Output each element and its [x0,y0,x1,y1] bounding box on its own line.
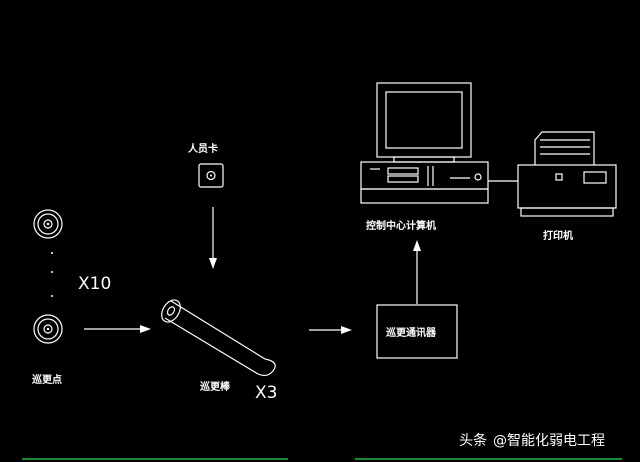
computer-icon [360,82,489,204]
arrow-communicator-to-computer [413,240,421,304]
watermark-platform: 头条 [459,432,487,449]
card-label: 人员卡 [188,142,218,155]
sticks-count: X3 [255,383,277,403]
communicator-box [376,304,458,359]
arrow-point-to-stick [84,325,151,333]
ellipsis-dots [51,252,53,297]
points-count: X10 [78,274,111,294]
patrol-point-icon-bottom [33,314,63,344]
communicator-label: 巡更通讯器 [386,326,437,339]
arrow-card-to-stick [209,207,217,269]
patrol-point-label: 巡更点 [32,373,62,386]
personnel-card-icon [198,163,224,188]
watermark-account: @智能化弱电工程 [493,433,605,449]
patrol-stick-icon [161,299,276,377]
printer-label: 打印机 [543,229,573,242]
arrow-stick-to-communicator [309,326,352,334]
watermark: 头条 @智能化弱电工程 [459,432,605,449]
computer-label: 控制中心计算机 [366,219,436,232]
patrol-point-icon-top [33,209,63,239]
printer-icon [517,131,617,217]
patrol-stick-label: 巡更棒 [200,380,231,393]
